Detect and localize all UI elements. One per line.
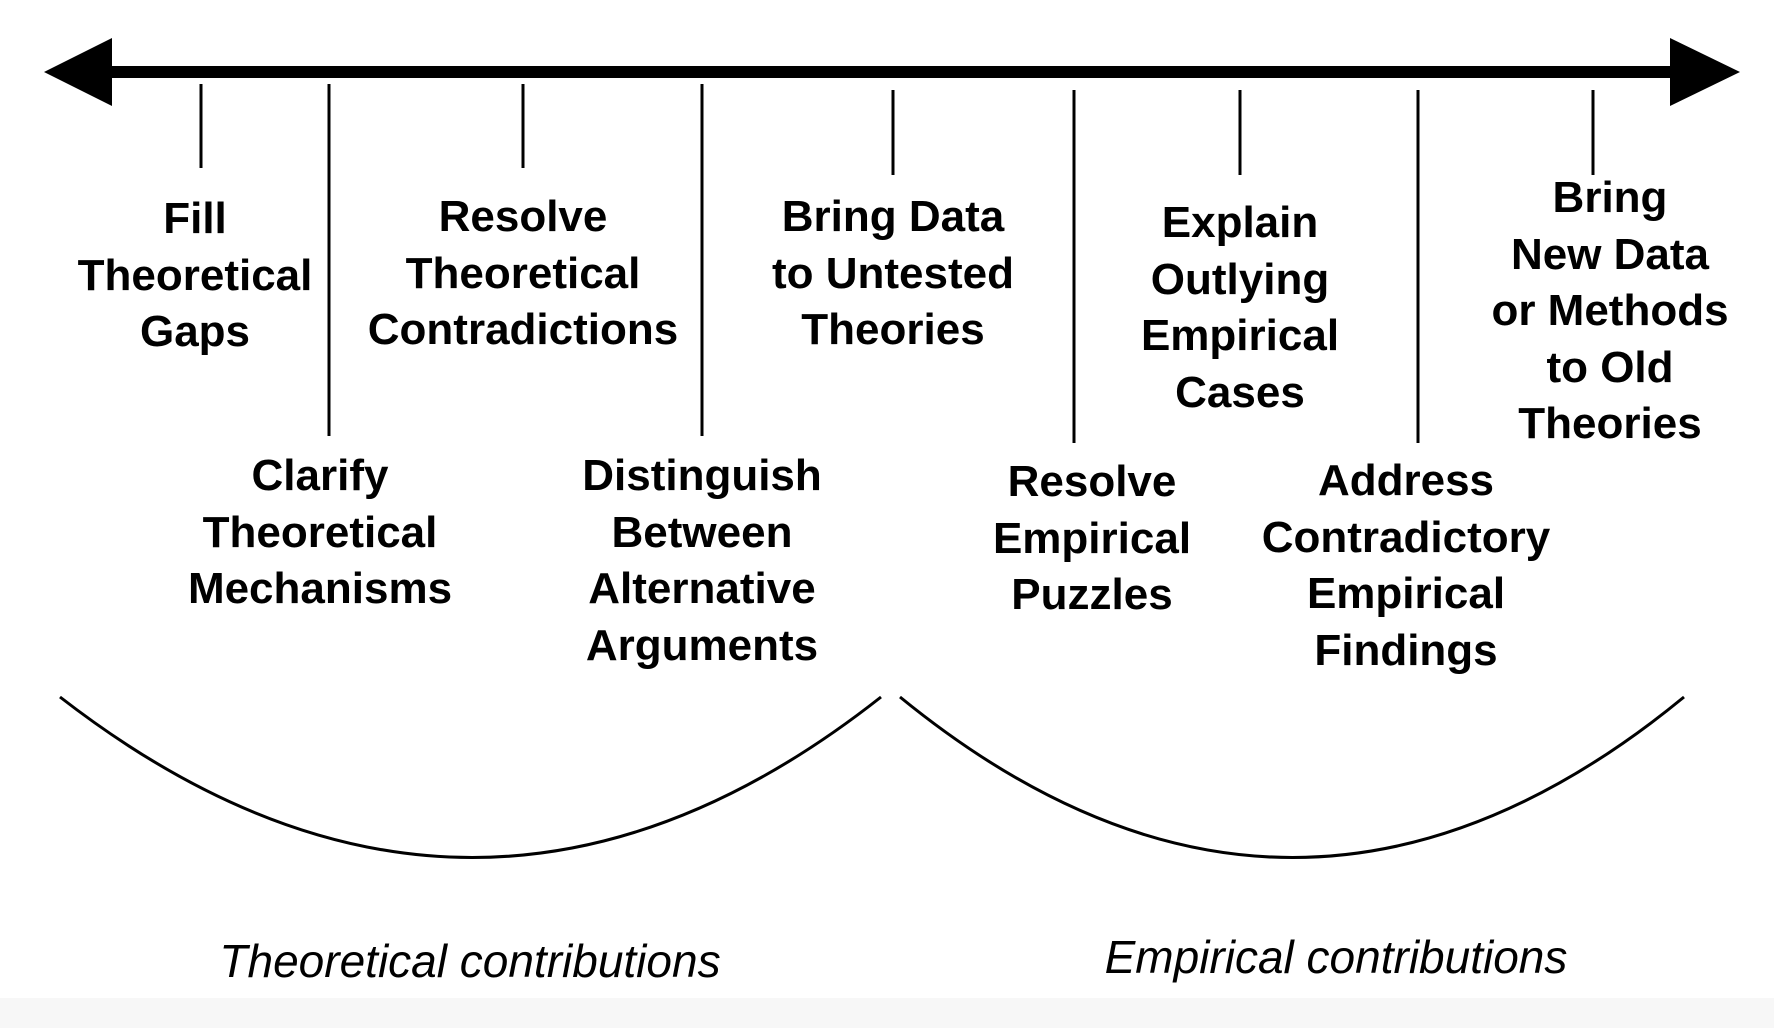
- right-arrow-head: [1670, 38, 1740, 106]
- label-line: Empirical: [1306, 569, 1506, 618]
- label-line: Theoretical: [202, 507, 438, 557]
- empirical-contributions-caption: Empirical contributions: [1104, 931, 1568, 983]
- label-address-contradictory-empirical-findings: Address Contradictory Empirical Findings: [1236, 453, 1576, 679]
- label-line: Explain: [1161, 198, 1319, 247]
- label-resolve-theoretical-contradictions: Resolve Theoretical Contradictions: [343, 189, 703, 359]
- label-line: Theoretical: [77, 250, 313, 300]
- label-line: Mechanisms: [187, 564, 453, 613]
- label-bring-new-data-or-methods-to-old-theories: Bring New Data or Methods to Old Theorie…: [1460, 170, 1760, 453]
- label-line: Theories: [801, 305, 985, 354]
- label-line: to Old: [1546, 342, 1674, 392]
- label-line: Gaps: [139, 307, 251, 356]
- label-line: Contradictions: [367, 305, 679, 354]
- label-fill-theoretical-gaps: Fill Theoretical Gaps: [55, 191, 335, 361]
- label-resolve-empirical-puzzles: Resolve Empirical Puzzles: [972, 454, 1212, 624]
- label-line: Findings: [1314, 625, 1498, 675]
- theoretical-group-curve: [59, 695, 882, 859]
- label-line: Alternative: [588, 564, 816, 613]
- label-line: Between: [611, 507, 793, 557]
- theoretical-contributions-caption: Theoretical contributions: [219, 935, 721, 987]
- bottom-edge-band: [0, 998, 1774, 1028]
- label-line: Contradictory: [1261, 512, 1551, 562]
- label-line: Resolve: [438, 192, 608, 241]
- label-line: Puzzles: [1011, 570, 1173, 619]
- label-line: Distinguish: [582, 451, 822, 500]
- label-line: Empirical: [992, 513, 1192, 563]
- label-line: Bring: [1552, 173, 1668, 222]
- label-line: to Untested: [772, 248, 1014, 298]
- label-line: New Data: [1510, 229, 1710, 279]
- label-bring-data-to-untested-theories: Bring Data to Untested Theories: [753, 189, 1033, 359]
- label-line: Theories: [1518, 399, 1702, 448]
- label-line: Resolve: [1007, 457, 1177, 506]
- label-distinguish-between-alternative-arguments: Distinguish Between Alternative Argument…: [562, 448, 842, 674]
- left-arrow-head: [44, 38, 112, 106]
- label-line: Outlying: [1150, 254, 1330, 304]
- label-line: Fill: [163, 194, 227, 243]
- label-line: Theoretical: [405, 248, 641, 298]
- empirical-group-curve: [899, 695, 1685, 859]
- label-line: or Methods: [1491, 286, 1729, 335]
- label-line: Address: [1317, 456, 1495, 505]
- label-line: Arguments: [585, 620, 819, 670]
- label-line: Bring Data: [781, 192, 1005, 241]
- label-line: Cases: [1175, 367, 1305, 417]
- label-explain-outlying-empirical-cases: Explain Outlying Empirical Cases: [1120, 195, 1360, 421]
- label-clarify-theoretical-mechanisms: Clarify Theoretical Mechanisms: [160, 448, 480, 618]
- label-line: Empirical: [1140, 311, 1340, 360]
- label-line: Clarify: [251, 451, 389, 500]
